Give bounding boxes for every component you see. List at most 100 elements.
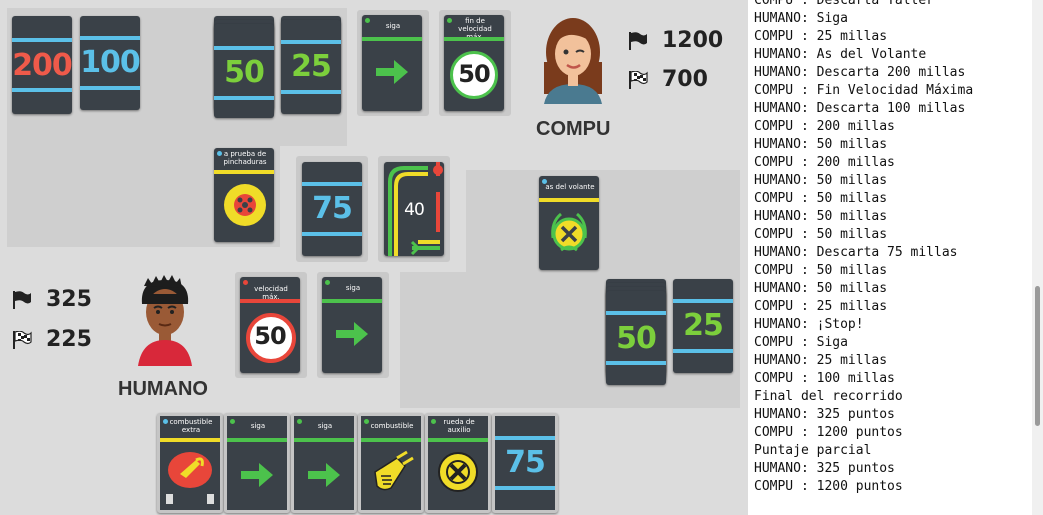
flag-icon — [13, 290, 31, 309]
scrollbar-thumb[interactable] — [1035, 286, 1040, 426]
road-track-icon — [388, 162, 443, 256]
humano-table-area — [466, 170, 740, 272]
card-label: siga — [345, 284, 361, 292]
log-entry: HUMANO: Descarta 100 millas — [754, 101, 966, 116]
card-25-millas: 25 — [673, 279, 733, 373]
log-entry: COMPU : 1200 puntos — [754, 425, 903, 440]
log-entry: HUMANO: Siga — [754, 11, 848, 26]
log-entry: COMPU : 100 millas — [754, 371, 895, 386]
card-label: siga — [317, 422, 333, 430]
distance-value: 25 — [683, 308, 724, 343]
log-entry: COMPU : Siga — [754, 335, 848, 350]
discard-value: 75 — [312, 191, 353, 226]
partial-score-value: 700 — [662, 67, 708, 92]
distance-value: 50 — [224, 55, 265, 90]
checkered-flag-icon — [13, 330, 32, 349]
checkered-flag-icon — [629, 70, 648, 89]
hand-card-siga[interactable]: siga — [291, 413, 357, 513]
humano-name: HUMANO — [118, 378, 208, 400]
card-label: rueda de auxilio — [443, 418, 475, 434]
arrow-icon — [376, 60, 408, 84]
hand-card-combustible[interactable]: combustible — [358, 413, 424, 513]
log-entry: HUMANO: 50 millas — [754, 281, 888, 296]
log-entry: COMPU : 200 millas — [754, 155, 895, 170]
compu-partial-score: 700 — [628, 67, 708, 92]
deck-count: 40 — [404, 200, 425, 220]
humano-total-score: 325 — [12, 287, 92, 312]
card-velocidad-maxima: velocidad máx. 50 — [240, 277, 300, 373]
puncture-proof-icon — [224, 184, 266, 226]
card-as-del-volante: as del volante — [539, 176, 599, 270]
log-entry: Puntaje parcial — [754, 443, 872, 458]
flag-icon — [629, 31, 647, 50]
log-entry: HUMANO: 50 millas — [754, 173, 888, 188]
arrow-icon — [336, 322, 368, 346]
woman-avatar — [544, 18, 602, 104]
extra-fuel-icon — [168, 452, 212, 488]
card-label: a prueba de pinchaduras — [223, 150, 267, 166]
hand-card-siga[interactable]: siga — [224, 413, 290, 513]
card-label: combustible extra — [169, 418, 213, 434]
arrow-icon — [308, 463, 340, 487]
card-label: as del volante — [545, 183, 595, 191]
card-a-prueba-de-pinchaduras: a prueba de pinchaduras — [214, 148, 274, 242]
extra-fuel-marks — [166, 494, 214, 504]
log-entry: COMPU : Descarta Taller — [754, 0, 935, 8]
speed-value: 50 — [254, 322, 286, 350]
humano-partial-score: 225 — [12, 327, 92, 352]
log-entry: HUMANO: Descarta 200 millas — [754, 65, 966, 80]
hand-card-rueda-de-auxilio[interactable]: rueda de auxilio — [425, 413, 491, 513]
log-entry: COMPU : 25 millas — [754, 29, 888, 44]
log-entry: HUMANO: As del Volante — [754, 47, 927, 62]
fuel-pump-icon — [374, 450, 414, 491]
log-entry: Final del recorrido — [754, 389, 903, 404]
log-entry: COMPU : 200 millas — [754, 119, 895, 134]
draw-deck[interactable]: 40 — [384, 162, 444, 256]
compu-total-score: 1200 — [628, 28, 723, 53]
distance-value: 100 — [80, 45, 140, 80]
card-50-millas: 50 — [606, 291, 666, 385]
card-siga: siga — [362, 15, 422, 111]
speed-limit-sign-icon — [246, 313, 296, 363]
hand-card-75-millas[interactable]: 75 — [492, 413, 558, 513]
distance-value: 25 — [291, 49, 332, 84]
card-200-millas: 200 — [12, 16, 72, 114]
log-entry: HUMANO: ¡Stop! — [754, 317, 864, 332]
log-entry: COMPU : 1200 puntos — [754, 479, 903, 494]
distance-value: 50 — [616, 321, 657, 356]
total-score-value: 1200 — [662, 28, 724, 53]
log-entry: HUMANO: Descarta 75 millas — [754, 245, 958, 260]
speed-value: 50 — [458, 60, 490, 88]
card-label: combustible — [370, 422, 414, 430]
log-entry: COMPU : Fin Velocidad Máxima — [754, 83, 974, 98]
discard-pile-card[interactable]: 75 — [302, 162, 362, 256]
log-entry: COMPU : 50 millas — [754, 263, 888, 278]
log-entry: COMPU : 50 millas — [754, 191, 888, 206]
log-entry: HUMANO: 25 millas — [754, 353, 888, 368]
driving-ace-icon — [551, 212, 587, 252]
distance-value: 75 — [505, 445, 546, 480]
card-siga: siga — [322, 277, 382, 373]
log-entry: HUMANO: 325 puntos — [754, 407, 895, 422]
log-entry: HUMANO: 50 millas — [754, 209, 888, 224]
card-label: siga — [385, 22, 401, 30]
arrow-icon — [241, 463, 273, 487]
card-label: siga — [250, 422, 266, 430]
spare-wheel-icon — [438, 452, 478, 492]
total-score-value: 325 — [46, 287, 92, 312]
log-entry: HUMANO: 325 puntos — [754, 461, 895, 476]
log-scrollbar[interactable] — [1032, 0, 1043, 515]
card-label: velocidad máx. — [254, 285, 288, 301]
man-avatar — [138, 275, 192, 366]
card-100-millas: 100 — [80, 16, 140, 110]
log-entry: HUMANO: 50 millas — [754, 137, 888, 152]
card-fin-velocidad-maxima: fin de velocidad máx. 50 — [444, 15, 504, 111]
log-entry: COMPU : 50 millas — [754, 227, 888, 242]
partial-score-value: 225 — [46, 327, 92, 352]
card-50-millas: 50 — [214, 24, 274, 118]
hand-card-combustible-extra[interactable]: combustible extra — [157, 413, 223, 513]
distance-value: 200 — [12, 48, 72, 83]
log-entry: COMPU : 25 millas — [754, 299, 888, 314]
